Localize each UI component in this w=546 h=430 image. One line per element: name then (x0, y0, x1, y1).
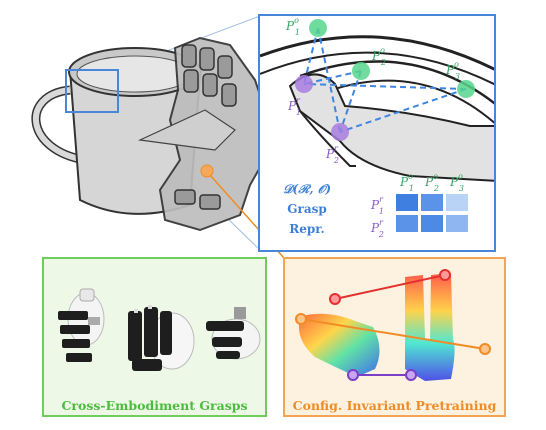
matrix-cell (421, 194, 443, 211)
label-robot-point-2: Pr2 (326, 144, 339, 166)
matrix-col-label-3: Po3 (450, 172, 464, 194)
pretraining-caption: Config. Invariant Pretraining (292, 398, 497, 413)
label-object-point-2: Po2 (372, 46, 386, 68)
repr-line2: Repr. (289, 222, 325, 236)
robot-point-1 (295, 75, 313, 93)
matrix-col-label-1: Po1 (400, 172, 414, 194)
robot-hand-1 (58, 288, 105, 362)
cross-embodiment-panel: Cross-Embodiment Grasps (42, 257, 267, 417)
zoom-scene (260, 19, 494, 182)
matrix-col-label-2: Po2 (425, 172, 439, 194)
matrix-cell (396, 194, 418, 211)
point-cloud-hand-2 (405, 273, 455, 381)
object-point-3 (457, 80, 475, 98)
point-connections (303, 27, 467, 133)
robot-hands-illustration (58, 288, 261, 371)
matrix-row-label-2: Pr2 (371, 218, 384, 240)
object-point-2 (352, 62, 370, 80)
robot-hand-3 (206, 307, 261, 360)
repr-formula: 𝒟(ℛ, 𝒪) (282, 182, 332, 196)
matrix-cell (446, 194, 468, 211)
zoom-region-box (65, 69, 119, 113)
label-robot-point-1: Pr1 (288, 96, 301, 118)
corr-line-red (334, 274, 446, 300)
corr-line-orange (300, 318, 486, 350)
label-object-point-3: Po3 (446, 60, 460, 82)
pretraining-illustration (295, 269, 491, 381)
matrix-cell (446, 215, 468, 232)
matrix-row-label-1: Pr1 (371, 195, 384, 217)
repr-line1: Grasp (287, 202, 327, 216)
contact-marker (200, 164, 214, 178)
zoom-panel: Po1 Po2 Po3 Pr1 Pr2 𝒟(ℛ, 𝒪) Grasp Repr. … (258, 14, 496, 252)
robot-point-2 (331, 123, 349, 141)
cross-embodiment-caption: Cross-Embodiment Grasps (61, 398, 248, 413)
point-cloud-hand-1 (299, 313, 380, 377)
label-object-point-1: Po1 (286, 16, 300, 38)
matrix-cell (396, 215, 418, 232)
pretraining-panel: Config. Invariant Pretraining (283, 257, 506, 417)
robot-hand-2 (128, 305, 195, 371)
matrix-cell (421, 215, 443, 232)
object-point-1 (309, 19, 327, 37)
